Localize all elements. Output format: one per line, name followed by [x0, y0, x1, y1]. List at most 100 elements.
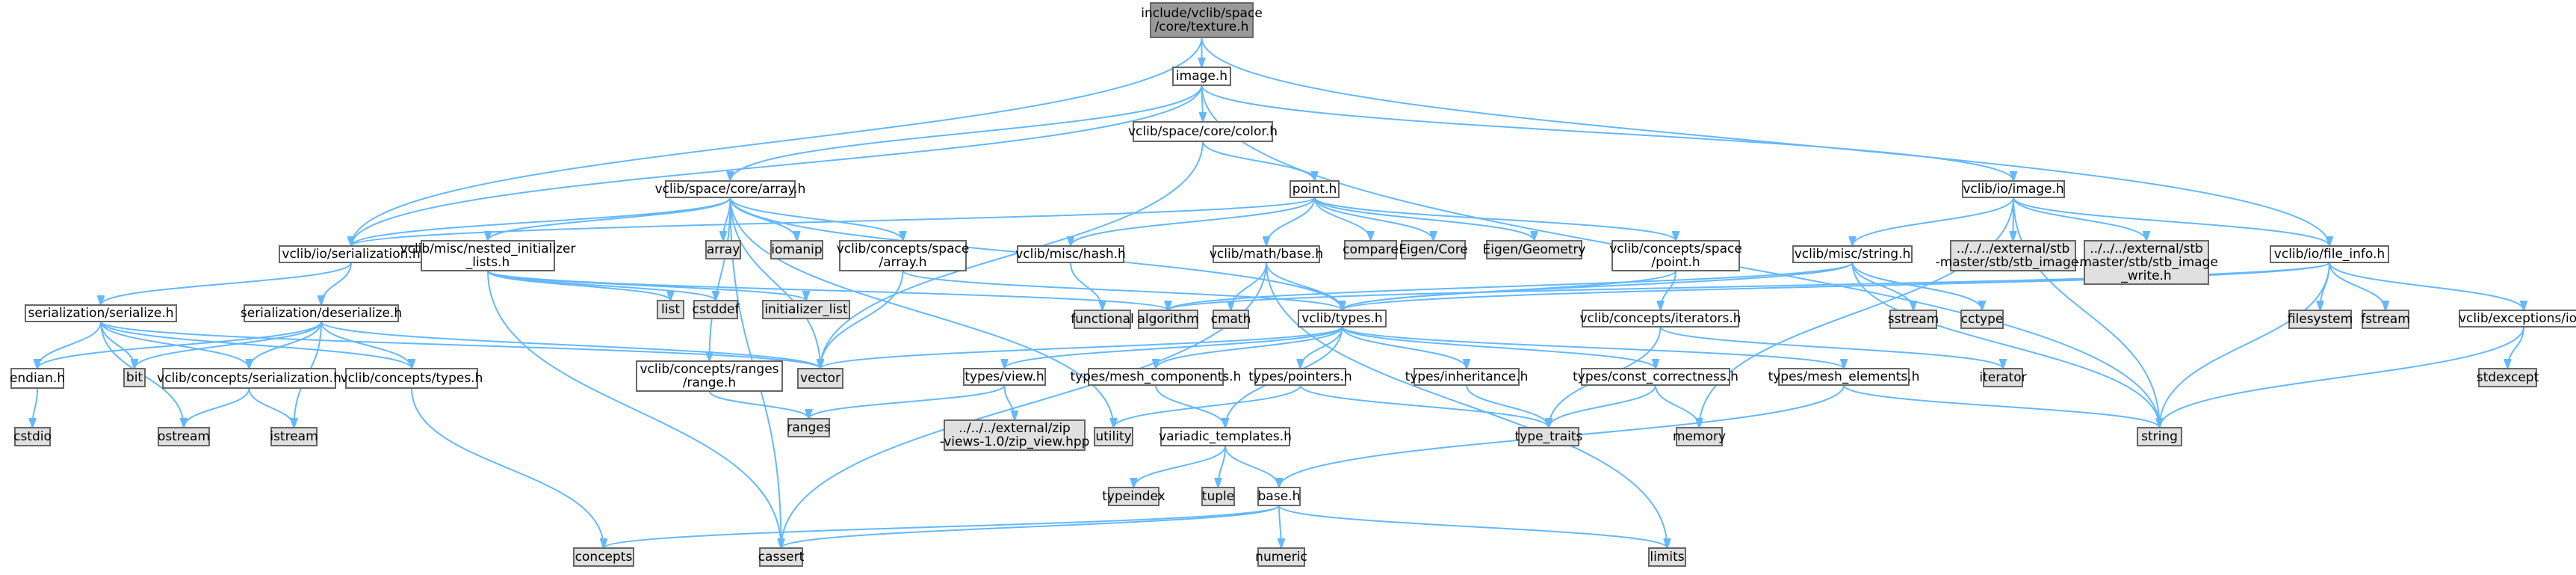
node-color_h[interactable]: vclib/space/core/color.h [1128, 121, 1278, 142]
node-box-ext_vector [797, 368, 843, 389]
edge-types_inherit-to-ext_typetraits [1466, 384, 1549, 428]
node-ext_algorithm: algorithm [1137, 310, 1199, 329]
node-conc_sparray[interactable]: vclib/concepts/space/array.h [837, 240, 970, 271]
node-io_fileinfo[interactable]: vclib/io/file_info.h [2270, 245, 2389, 263]
node-misc_string[interactable]: vclib/misc/string.h [1792, 245, 1913, 263]
node-ext_typeindex: typeindex [1102, 487, 1165, 506]
node-label-var_templates: variadic_templates.h [1159, 429, 1292, 444]
edge-array_h-to-io_serial [351, 197, 731, 246]
node-label-math_base: vclib/math/base.h [1210, 247, 1323, 262]
node-label-ext_string: string [2141, 429, 2178, 444]
node-label-ext_stbimg: ../../../external/stb [1957, 242, 2070, 256]
node-box-ser_deserialize [244, 304, 399, 322]
node-misc_hash[interactable]: vclib/misc/hash.h [1015, 245, 1126, 263]
node-array_h[interactable]: vclib/space/core/array.h [655, 180, 806, 198]
node-box-ext_stbimg [1950, 240, 2076, 271]
node-label-ext_initlist: initializer_list [764, 302, 848, 317]
node-point_h[interactable]: point.h [1289, 180, 1340, 198]
node-box-io_image [1962, 180, 2065, 198]
node-types_view[interactable]: types/view.h [963, 368, 1046, 386]
node-layer: include/vclib/space/core/texture.h image.… [10, 2, 2576, 567]
node-base_h[interactable]: base.h [1257, 487, 1301, 506]
edge-types_pointers-to-ext_typetraits [1299, 384, 1549, 428]
node-label-io_serial: vclib/io/serialization.h [282, 247, 420, 262]
node-box-ext_concepts [573, 547, 634, 567]
edge-endian_h-to-ext_cstdio [33, 387, 38, 428]
node-label-vclib_types: vclib/types.h [1301, 311, 1382, 326]
edge-conc_sparray-to-ext_vector [820, 270, 904, 369]
edge-exc_io-to-ext_string [2160, 326, 2524, 428]
node-conc_serial[interactable]: vclib/concepts/serialization.h [157, 368, 341, 389]
node-math_base[interactable]: vclib/math/base.h [1210, 245, 1323, 263]
node-label-ext_ranges: ranges [787, 420, 830, 435]
node-label-ext_eigencore: Eigen/Core [1399, 242, 1468, 257]
node-ext_string: string [2137, 427, 2182, 446]
node-ext_typetraits: type_traits [1515, 427, 1583, 446]
node-box-color_h [1133, 121, 1273, 142]
node-endian_h[interactable]: endian.h [10, 368, 65, 389]
node-box-ext_cstddef [693, 300, 738, 319]
edge-types_view-to-ext_zipview [1003, 384, 1015, 420]
edge-nested-to-ext_initlist [487, 270, 806, 301]
node-ext_filesystem: filesystem [2288, 310, 2353, 329]
node-box-ext_filesystem [2288, 310, 2352, 329]
edge-types_view-to-ext_ranges [809, 384, 1006, 419]
node-label-types_meshcomp: types/mesh_components.h [1071, 369, 1242, 384]
node-conc_range[interactable]: vclib/concepts/ranges/range.h [636, 360, 783, 392]
node-label-types_meshelem: types/mesh_elements.h [1768, 369, 1920, 384]
node-label-ext_memory: memory [1673, 429, 1726, 444]
edge-image_h-to-io_serial [351, 84, 1203, 246]
node-conc_sppoint[interactable]: vclib/concepts/space/point.h [1609, 240, 1742, 271]
node-label-ext_numeric: numeric [1255, 550, 1307, 565]
edge-color_h-to-ext_vector [820, 141, 1204, 369]
node-types_meshcomp[interactable]: types/mesh_components.h [1071, 368, 1242, 386]
node-image_h[interactable]: image.h [1172, 67, 1231, 86]
node-label-ext_sstream: sstream [1888, 312, 1939, 327]
edge-io_fileinfo-to-ext_filesystem [2320, 262, 2330, 310]
node-texture[interactable]: include/vclib/space/core/texture.h [1141, 2, 1263, 38]
node-var_templates[interactable]: variadic_templates.h [1159, 427, 1292, 446]
node-conc_types[interactable]: vclib/concepts/types.h [341, 368, 483, 389]
node-label-ext_istream: istream [270, 429, 318, 444]
node-ser_serialize[interactable]: serialization/serialize.h [25, 304, 177, 322]
node-label-ext_ostream: ostream [158, 429, 210, 444]
node-box-conc_serial [162, 368, 336, 389]
edge-base_h-to-ext_cassert [781, 505, 1280, 548]
edge-misc_string-to-ext_sstream [1851, 262, 1914, 310]
node-box-ext_fstream [2362, 310, 2409, 329]
edge-point_h-to-io_serial [351, 197, 1316, 246]
node-exc_io[interactable]: vclib/exceptions/io.h [2459, 310, 2576, 328]
node-types_inherit[interactable]: types/inheritance.h [1405, 368, 1529, 386]
node-types_pointers[interactable]: types/pointers.h [1248, 368, 1352, 386]
edge-point_h-to-ext_eigengeom [1313, 197, 1535, 241]
node-conc_iterators[interactable]: vclib/concepts/iterators.h [1579, 310, 1741, 328]
node-ser_deserialize[interactable]: serialization/deserialize.h [241, 304, 402, 322]
node-io_image[interactable]: vclib/io/image.h [1962, 180, 2065, 198]
node-vclib_types[interactable]: vclib/types.h [1298, 310, 1387, 328]
node-label-point_h: point.h [1292, 182, 1337, 197]
edge-vclib_types-to-ext_vector [820, 326, 1343, 369]
node-ext_cassert: cassert [758, 547, 805, 567]
node-box-ext_eigengeom [1486, 240, 1582, 259]
node-ext_compare: compare [1343, 240, 1399, 259]
edge-conc_range-to-ext_ranges [708, 390, 809, 419]
node-label-exc_io: vclib/exceptions/io.h [2459, 311, 2576, 326]
node-box-ext_initlist [762, 300, 850, 319]
node-types_meshelem[interactable]: types/mesh_elements.h [1768, 368, 1920, 386]
node-box-ext_typeindex [1108, 487, 1159, 506]
node-label-ext_array: array [707, 242, 740, 257]
node-box-ext_cctype [1960, 310, 2004, 329]
node-nested[interactable]: vclib/misc/nested_initializer_lists.h [400, 240, 576, 271]
node-types_constcorr[interactable]: types/const_correctness.h [1573, 368, 1739, 386]
edge-texture-to-io_serial [351, 37, 1203, 246]
node-label-ext_concepts: concepts [575, 550, 633, 565]
edge-base_h-to-ext_limits [1278, 505, 1668, 548]
edge-image_h-to-array_h [731, 84, 1203, 181]
edge-misc_string-to-ext_cctype [1851, 262, 1983, 310]
node-label-ext_zipview: -views-1.0/zip_view.hpp [940, 434, 1090, 449]
node-ext_fstream: fstream [2361, 310, 2410, 329]
node-box-ext_istream [270, 427, 318, 446]
node-io_serial[interactable]: vclib/io/serialization.h [279, 245, 424, 263]
node-box-ext_cmath [1213, 310, 1249, 329]
